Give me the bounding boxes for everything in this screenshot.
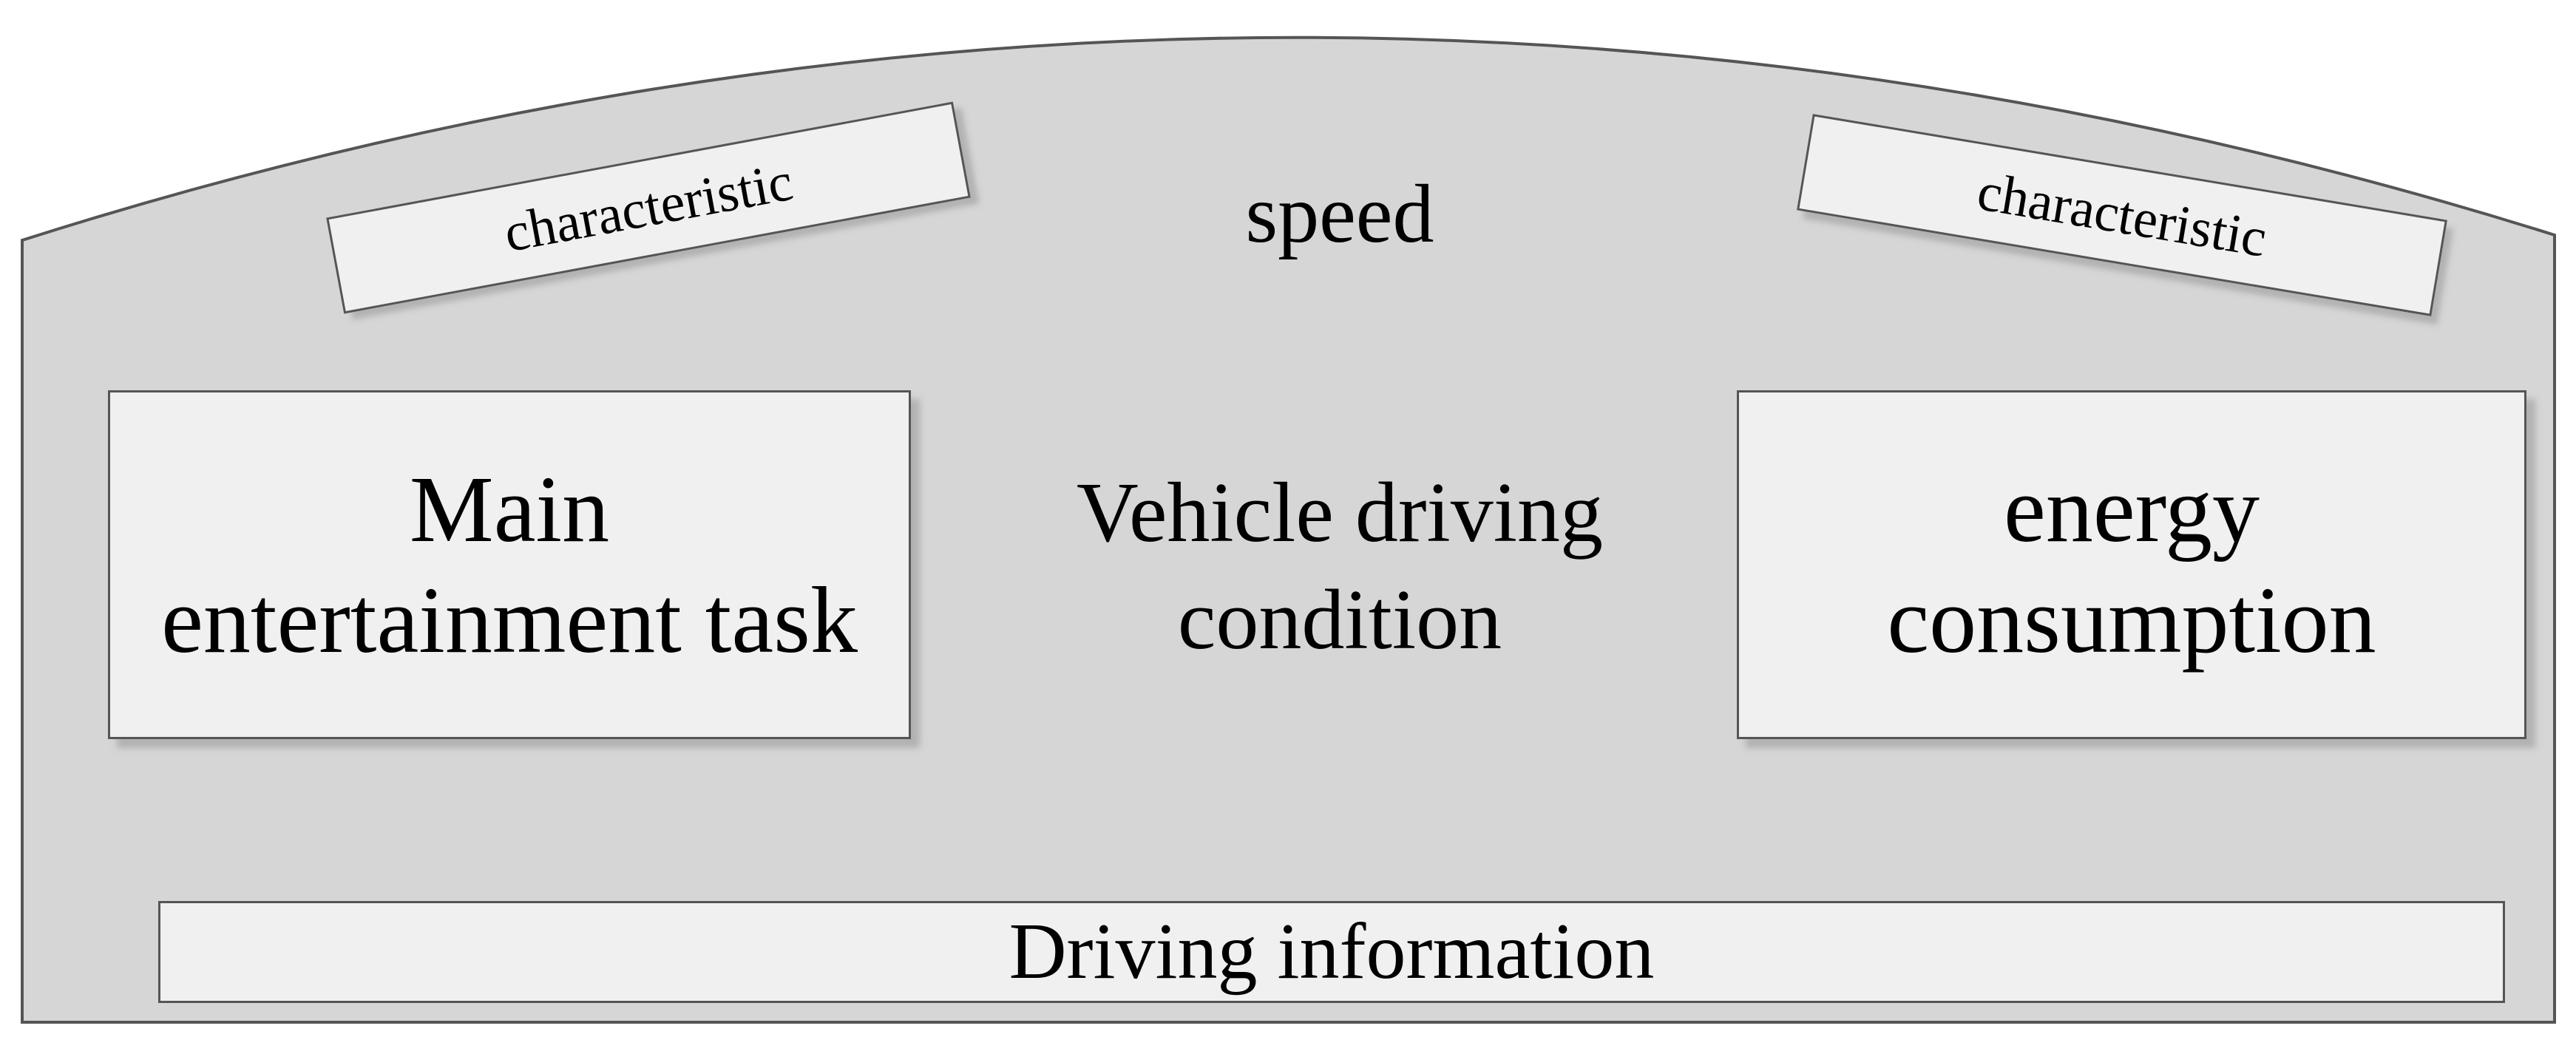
energy-consumption-box: energy consumption (1737, 390, 2526, 739)
main-entertainment-task-box: Main entertainment task (108, 390, 911, 739)
vehicle-driving-condition-label: Vehicle driving condition (985, 460, 1695, 674)
driving-information-bar: Driving information (158, 901, 2505, 1003)
right-box-line-2: consumption (1887, 568, 2376, 673)
center-line-1: Vehicle driving (1077, 466, 1603, 560)
left-box-line-2: entertainment task (161, 568, 858, 673)
driving-information-text: Driving information (1009, 908, 1655, 996)
right-box-line-1: energy (2004, 457, 2260, 562)
left-box-line-1: Main (409, 457, 610, 562)
center-line-2: condition (1177, 573, 1502, 667)
speed-label: speed (1245, 169, 1434, 260)
